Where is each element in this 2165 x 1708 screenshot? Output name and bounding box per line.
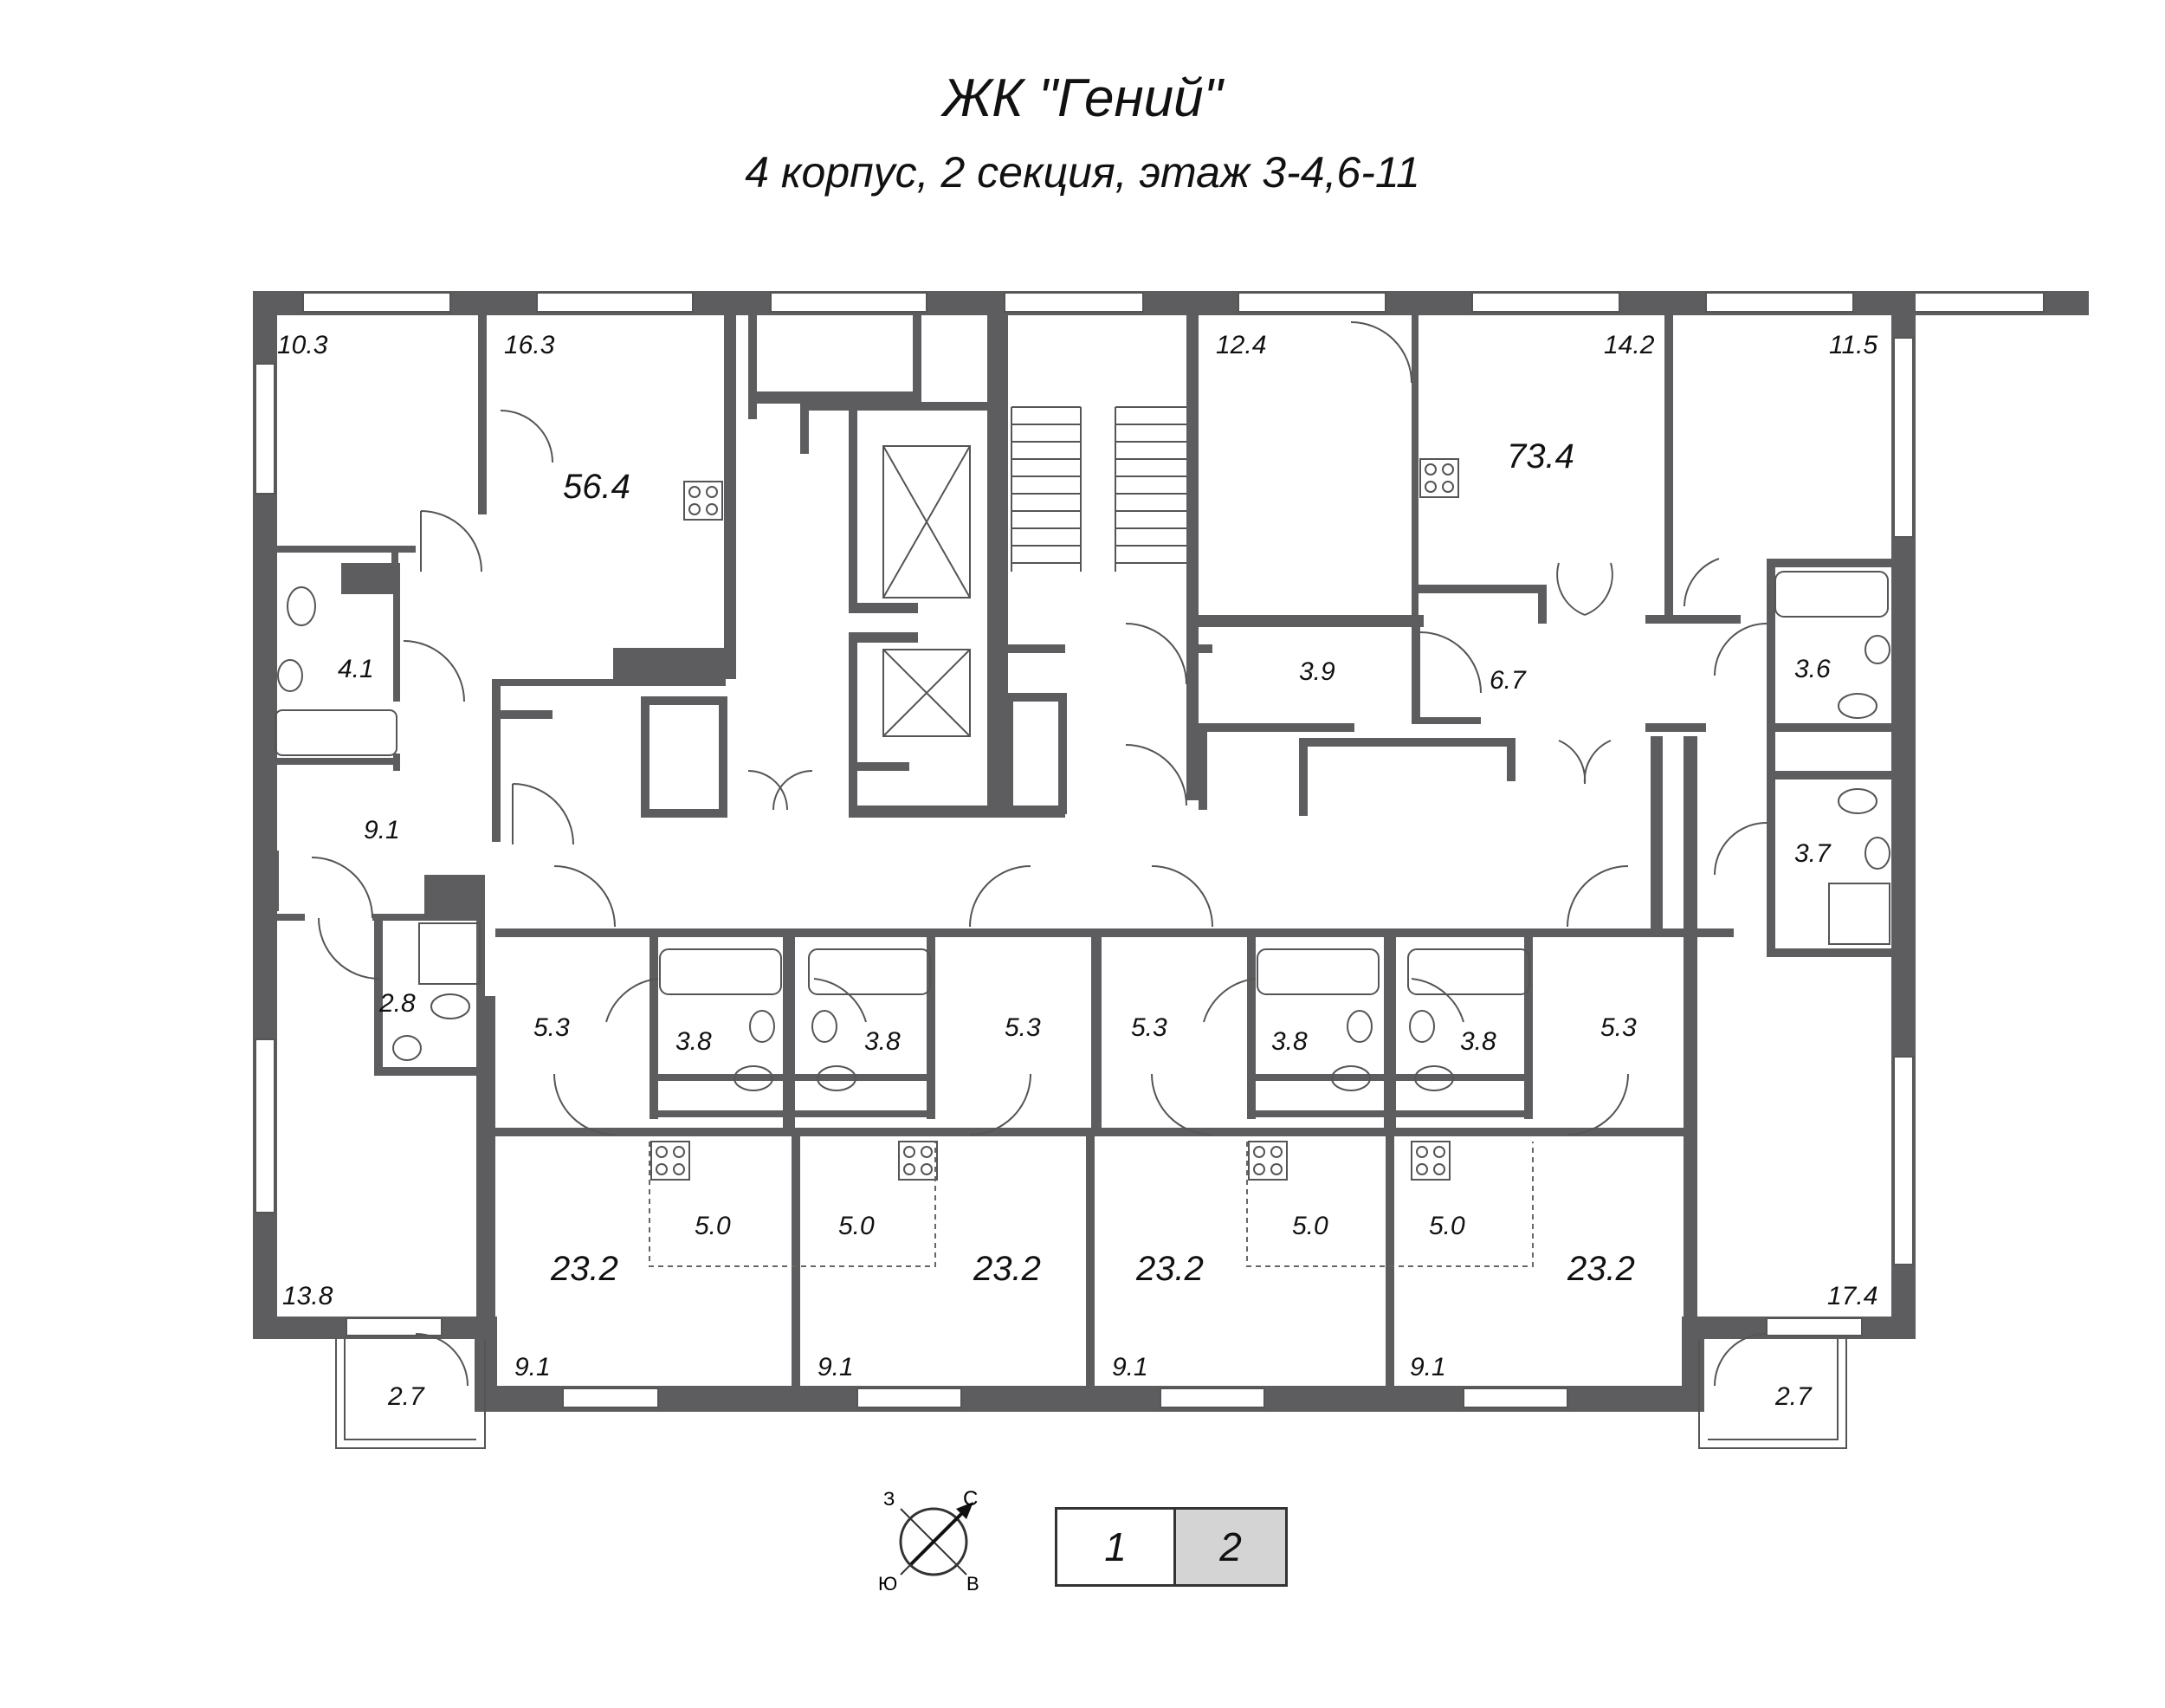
compass-west: З [883,1488,895,1510]
showers [418,883,1890,985]
room-area: 11.5 [1829,331,1877,359]
room-area: 5.0 [838,1212,875,1240]
room-area: 3.8 [675,1027,712,1056]
room-area: 16.3 [504,331,555,359]
doors [311,321,1768,1387]
stairs [1011,406,1186,572]
room-areas: 10.3 16.3 12.4 14.2 11.5 4.1 9.1 2.8 13.… [277,331,1877,1411]
room-area: 23.2 [550,1250,618,1288]
room-area: 3.8 [1460,1027,1496,1056]
toilets [277,586,1890,1091]
floor-subtitle: 4 корпус, 2 секция, этаж 3-4,6-11 [745,148,1420,197]
room-area: 3.6 [1794,655,1831,683]
room-area: 23.2 [1135,1250,1204,1288]
interior-walls [270,315,1897,1391]
room-area: 5.0 [1429,1212,1465,1240]
room-area: 2.7 [387,1382,425,1411]
room-area: 10.3 [277,331,328,359]
room-area: 5.3 [1600,1013,1637,1042]
section-2-button[interactable]: 2 [1173,1507,1288,1587]
compass-south: Ю [878,1573,897,1595]
room-area: 9.1 [364,816,400,844]
apartment-total-area: 56.4 [563,468,630,506]
room-area: 5.3 [1005,1013,1041,1042]
room-area: 23.2 [973,1250,1041,1288]
room-area: 3.9 [1299,657,1335,686]
room-area: 9.1 [514,1353,551,1381]
room-area: 5.3 [533,1013,570,1042]
room-area: 3.8 [864,1027,901,1056]
apartment-total-area: 73.4 [1507,437,1574,476]
balconies [335,1339,1847,1449]
room-area: 5.0 [695,1212,731,1240]
room-area: 6.7 [1490,666,1527,695]
room-area: 14.2 [1604,331,1655,359]
room-area: 4.1 [338,655,374,683]
room-area: 3.8 [1271,1027,1308,1056]
room-area: 5.0 [1292,1212,1328,1240]
compass-east: В [966,1573,979,1595]
north-arrow-icon [909,1505,970,1566]
complex-title: ЖК "Гений" [942,68,1223,128]
room-area: 9.1 [1112,1353,1148,1381]
room-area: 5.3 [1131,1013,1167,1042]
section-1-button[interactable]: 1 [1055,1507,1176,1587]
compass-circle [899,1507,968,1576]
room-area: 12.4 [1216,331,1266,359]
compass-north: С [963,1487,978,1511]
room-area: 9.1 [818,1353,854,1381]
room-area: 17.4 [1827,1282,1877,1310]
bathtubs [275,571,1889,995]
room-area: 13.8 [282,1282,333,1310]
kitchen-zones [649,1142,1534,1267]
room-area: 3.7 [1794,839,1832,868]
room-area: 2.7 [1774,1382,1813,1411]
compass: С З Ю В [878,1487,979,1595]
room-area: 23.2 [1567,1250,1635,1288]
kitchen-stoves [650,458,1459,1181]
outer-walls [253,291,2089,1412]
room-area: 9.1 [1410,1353,1446,1381]
lift-shafts [882,445,971,737]
room-area: 2.8 [378,989,416,1018]
